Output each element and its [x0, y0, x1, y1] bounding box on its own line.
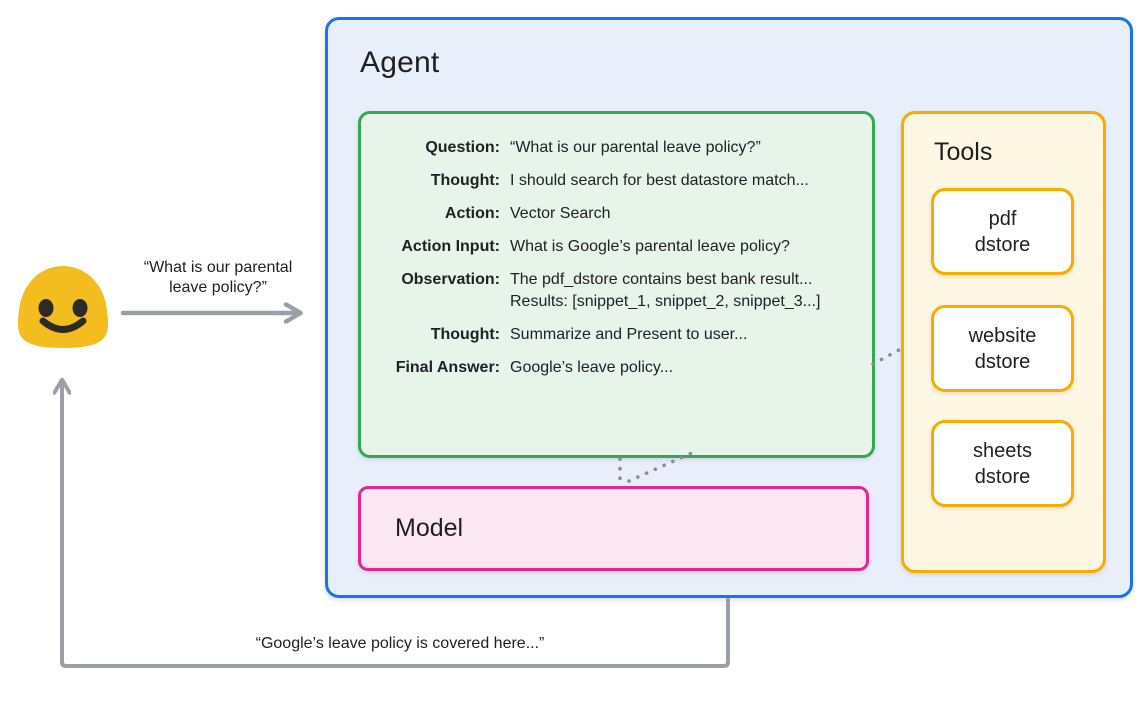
response-text: “Google’s leave policy is covered here..…	[255, 635, 545, 652]
tool-sheets-dstore: sheets dstore	[931, 420, 1074, 507]
agent-title: Agent	[360, 46, 440, 79]
request-text: “What is our parental leave policy?”	[143, 259, 293, 296]
model-box: Model	[358, 486, 869, 571]
react-row-value: Summarize and Present to user...	[510, 326, 748, 343]
react-row-thought-2: Thought: Summarize and Present to user..…	[361, 324, 858, 346]
react-row-label: Action Input:	[401, 238, 500, 255]
react-trace-box: Question: “What is our parental leave po…	[358, 111, 875, 458]
tools-title: Tools	[934, 138, 993, 166]
model-label: Model	[395, 514, 464, 542]
react-row-value: “What is our parental leave policy?”	[510, 139, 761, 156]
tool-label: pdf dstore	[974, 207, 1031, 256]
react-row-label: Question:	[425, 139, 500, 156]
tool-pdf-dstore: pdf dstore	[931, 188, 1074, 275]
react-row-final-answer: Final Answer: Google’s leave policy...	[361, 357, 858, 379]
react-row-observation: Observation: The pdf_dstore contains bes…	[361, 269, 858, 313]
tools-box: Tools pdf dstore website dstore sheets d…	[901, 111, 1106, 573]
agent-box: Agent Question: “What is our parental le…	[325, 17, 1133, 598]
react-row-value: Google’s leave policy...	[510, 359, 674, 376]
react-row-value: Vector Search	[510, 205, 611, 222]
react-row-label: Final Answer:	[395, 359, 500, 376]
react-row-value: The pdf_dstore contains best bank result…	[510, 271, 821, 310]
react-row-label: Action:	[444, 205, 500, 222]
react-row-label: Thought:	[430, 326, 500, 343]
react-row-value: What is Google’s parental leave policy?	[510, 238, 790, 255]
react-row-thought-1: Thought: I should search for best datast…	[361, 170, 858, 192]
react-row-label: Observation:	[401, 271, 500, 288]
react-row-question: Question: “What is our parental leave po…	[361, 137, 858, 159]
react-row-value: I should search for best datastore match…	[510, 172, 809, 189]
react-row-label: Thought:	[430, 172, 500, 189]
react-row-action-input: Action Input: What is Google’s parental …	[361, 236, 858, 258]
tool-label: sheets dstore	[973, 439, 1032, 488]
tool-website-dstore: website dstore	[931, 305, 1074, 392]
smiling-face-icon	[18, 266, 108, 348]
react-row-action: Action: Vector Search	[361, 203, 858, 225]
tool-label: website dstore	[968, 324, 1037, 373]
